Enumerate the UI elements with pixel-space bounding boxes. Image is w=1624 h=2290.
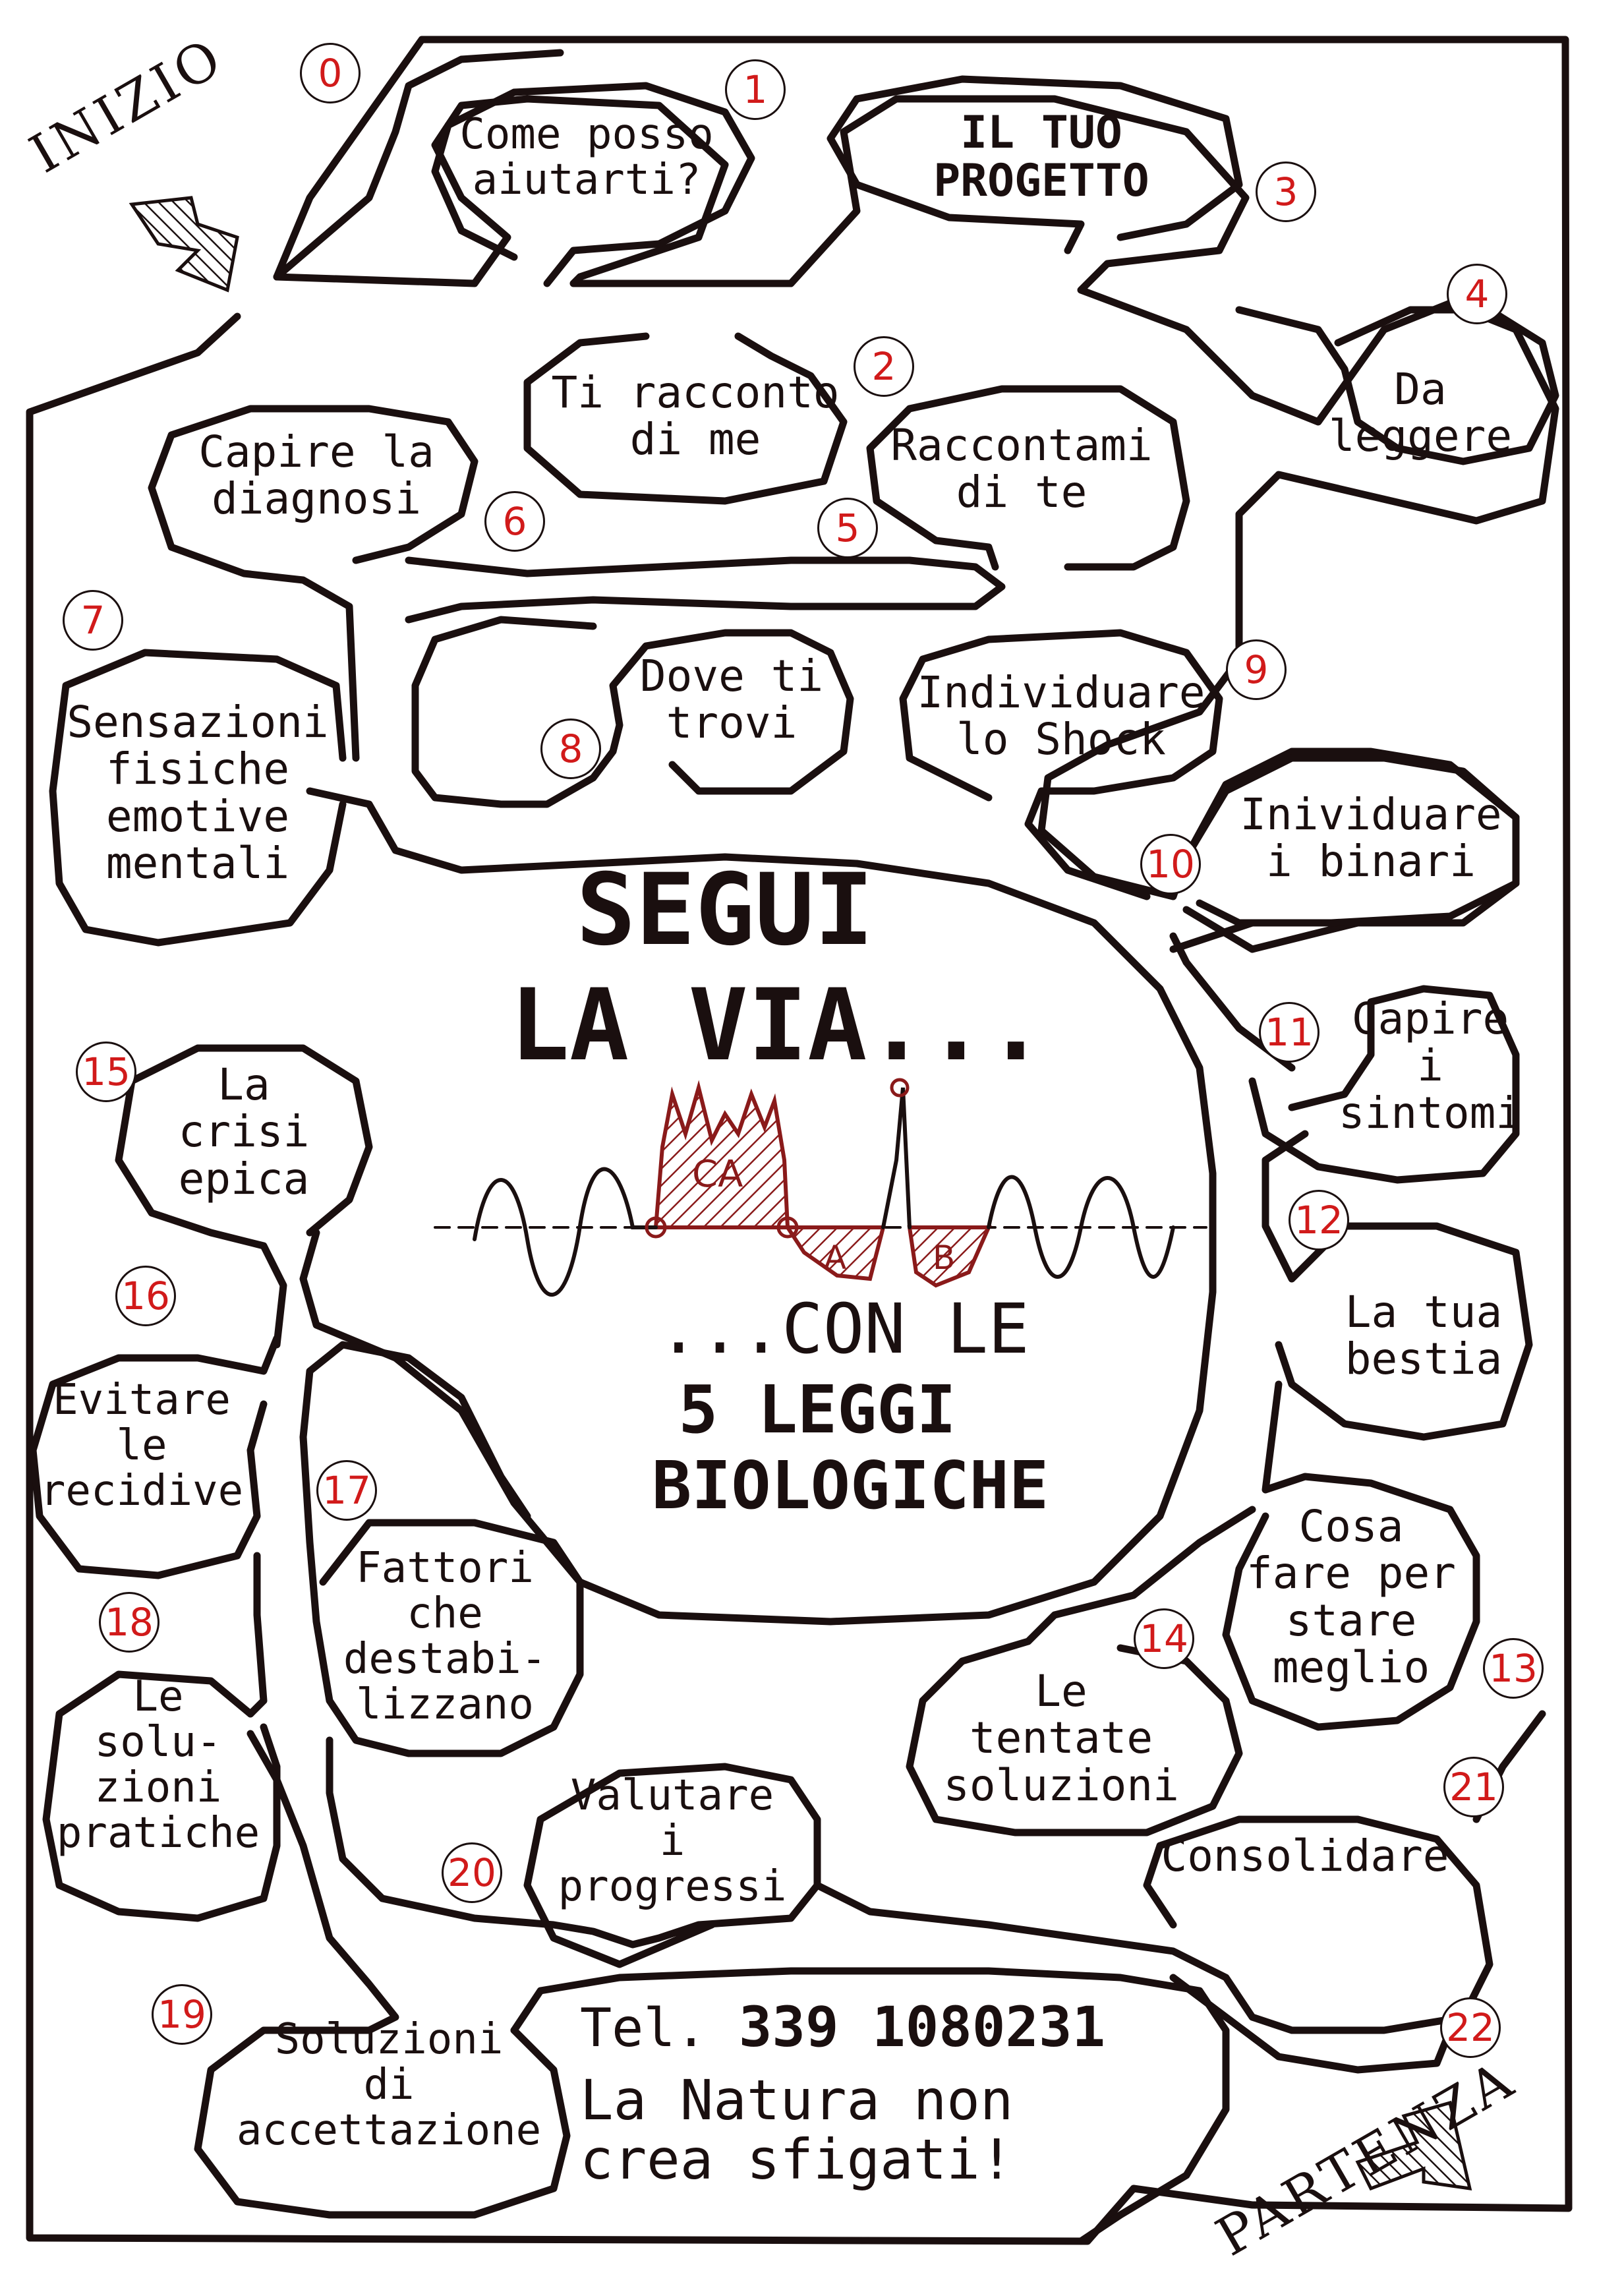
- step-number-13: 13: [1483, 1638, 1544, 1699]
- step-number-14: 14: [1134, 1608, 1194, 1669]
- bubble-12-outline: [1262, 1130, 1533, 1441]
- end-arrow-icon: [1355, 2100, 1472, 2191]
- step-number-1: 1: [725, 59, 786, 120]
- step-number-8: 8: [540, 719, 601, 779]
- graph-wave-left: [473, 1167, 658, 1297]
- bubble-6-outline: [148, 405, 478, 762]
- contact-bubble-outline: [510, 1967, 1230, 2245]
- graph-marker-1: [645, 1216, 667, 1239]
- subtitle-line-1: ...CON LE: [658, 1289, 1030, 1369]
- title-line-1: SEGUI: [576, 853, 874, 968]
- biological-graph: [434, 1078, 1207, 1297]
- path-segment-0: [273, 49, 564, 281]
- bubble-1-outline: [431, 82, 755, 287]
- graph-marker-2: [776, 1216, 799, 1239]
- bubble-14-outline: [906, 1506, 1256, 1836]
- step-number-16: 16: [115, 1266, 176, 1326]
- bubble-17-outline: [299, 1341, 584, 1757]
- bubble-2-outline: [523, 332, 848, 505]
- bubble-7-outline: [49, 649, 347, 947]
- tel-prefix: Tel.: [580, 1997, 707, 2059]
- step-number-2: 2: [854, 336, 914, 397]
- motto-line-1: La Natura non: [580, 2067, 1014, 2132]
- step-number-11: 11: [1259, 1002, 1320, 1063]
- bubble-8-outline: [411, 616, 854, 808]
- bubble-13-outline: [1222, 1380, 1480, 1731]
- step-number-21: 21: [1443, 1757, 1504, 1817]
- contact-block: Tel. 339 1080231 La Natura non crea sfig…: [580, 1997, 1173, 2190]
- step-21-label: Consolidare: [1161, 1831, 1449, 1881]
- bubble-20-outline: [326, 1736, 821, 1968]
- subtitle-line-2: 5 LEGGI: [678, 1371, 956, 1448]
- bubble-5-outline: [866, 385, 1190, 571]
- step-number-7: 7: [63, 590, 123, 651]
- step-number-17: 17: [316, 1460, 377, 1521]
- step-number-18: 18: [99, 1592, 160, 1653]
- step-number-15: 15: [76, 1042, 136, 1102]
- motto-line-2: crea sfigati!: [580, 2127, 1014, 2192]
- path-segment-18-19: [194, 1730, 571, 2219]
- subtitle-line-3: BIOLOGICHE: [651, 1447, 1049, 1524]
- graph-wave-right: [987, 1175, 1175, 1279]
- graph-peak-marker: [890, 1078, 910, 1098]
- step-number-0: 0: [300, 43, 361, 103]
- step-number-12: 12: [1289, 1190, 1349, 1250]
- bubble-16-outline: [29, 1334, 281, 1579]
- step-number-3: 3: [1256, 161, 1316, 222]
- bubble-9-outline: [899, 629, 1223, 900]
- graph-label-ca: CA: [692, 1153, 743, 1196]
- tel-number: 339 1080231: [738, 1995, 1106, 2059]
- step-number-4: 4: [1447, 264, 1507, 324]
- bubble-18-outline: [42, 1670, 281, 1922]
- central-blob-outline: [299, 787, 1217, 1626]
- graph-label-b: B: [933, 1239, 955, 1277]
- graph-label-a: A: [824, 1239, 846, 1277]
- step-number-10: 10: [1140, 834, 1201, 895]
- path-segment-20-21: [813, 1815, 1494, 2034]
- graph-a-area: [784, 1225, 886, 1281]
- path-segment-16-18: [246, 1552, 268, 1718]
- step-number-9: 9: [1226, 639, 1287, 700]
- title-line-2: LA VIA...: [509, 968, 1046, 1083]
- path-segment-5-6: [405, 556, 1006, 624]
- step-number-6: 6: [484, 491, 545, 552]
- step-number-19: 19: [152, 1984, 212, 2045]
- graph-spike: [881, 1087, 912, 1229]
- step-number-20: 20: [442, 1842, 502, 1903]
- start-arrow-icon: [129, 196, 239, 293]
- graph-ca-area: [653, 1080, 790, 1229]
- bubble-3-outline: [826, 75, 1243, 254]
- step-number-5: 5: [817, 498, 878, 558]
- graph-b-area: [907, 1225, 992, 1288]
- step-number-22: 22: [1440, 1997, 1501, 2058]
